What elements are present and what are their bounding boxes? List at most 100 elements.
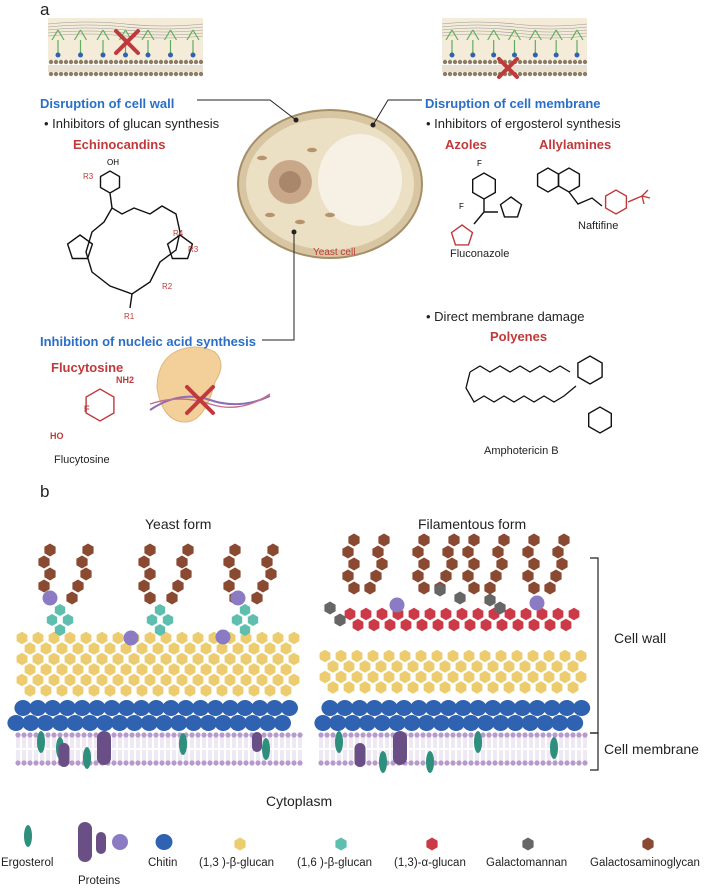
yeast-chitin [81, 715, 99, 731]
cell-membrane-schematic-lipid-head [447, 59, 453, 65]
filamentous-membrane-tail [325, 750, 329, 761]
filamentous-a13glucan [464, 618, 476, 632]
yeast-b13glucan [264, 642, 276, 655]
filamentous-b13glucan [327, 681, 339, 694]
yeast-membrane-head [45, 760, 51, 766]
yeast-membrane-tail [22, 750, 26, 761]
filamentous-membrane-head [552, 732, 558, 738]
filamentous-a13glucan [552, 607, 564, 621]
filamentous-membrane-head [438, 732, 444, 738]
flucytosine-drug-label: Flucytosine [54, 454, 110, 466]
filamentous-chitin [454, 700, 472, 716]
filamentous-b13glucan [543, 670, 555, 684]
filamentous-membrane-head [330, 760, 336, 766]
cell-membrane-schematic-lipid-head [562, 71, 568, 77]
cell-wall-schematic-anchor [145, 52, 151, 58]
filamentous-membrane-tail [487, 750, 491, 761]
yeast-branch-gag [138, 555, 150, 569]
filamentous-ergosterol [550, 737, 558, 759]
galactomannan-hex [324, 601, 336, 615]
yeast-membrane-tail [154, 737, 158, 748]
yeast-membrane-head [297, 732, 303, 738]
yeast-membrane-head [117, 732, 123, 738]
filamentous-membrane-tail [427, 737, 431, 748]
yeast-branch-b16 [162, 614, 174, 626]
yeast-b13glucan [232, 663, 244, 676]
filamentous-membrane-tail [487, 737, 491, 748]
filamentous-membrane-tail [343, 737, 347, 748]
cell-membrane-bullet: • Inhibitors of ergosterol synthesis [426, 116, 621, 131]
connector-dot [293, 117, 299, 123]
yeast-chitin [51, 715, 69, 731]
cell-membrane-schematic-lipid-head [572, 71, 578, 77]
yeast-membrane-tail [46, 737, 50, 748]
filamentous-b13glucan [335, 670, 347, 684]
legend-b16glucan-icon [335, 837, 347, 851]
filamentous-membrane-head [504, 732, 510, 738]
filamentous-membrane-head [384, 732, 390, 738]
chem-r4: R4 [173, 229, 184, 238]
yeast-membrane-head [171, 732, 177, 738]
filamentous-gag [418, 581, 430, 595]
dna-strand [149, 395, 271, 411]
yeast-membrane-tail [76, 750, 80, 761]
yeast-b13glucan [216, 663, 228, 676]
filamentous-b13glucan [543, 649, 555, 663]
yeast-membrane-head [231, 732, 237, 738]
yeast-chitin [147, 700, 165, 716]
yeast-branch-gag [80, 567, 92, 581]
filamentous-chitin [528, 700, 546, 716]
yeast-membrane-head [141, 760, 147, 766]
panel-a-label: a [40, 0, 50, 19]
filamentous-gag [484, 581, 496, 595]
yeast-chitin [118, 700, 136, 716]
yeast-branch-gag [38, 579, 50, 593]
filamentous-membrane-head [546, 760, 552, 766]
cell-membrane-schematic-lipid-head [487, 59, 493, 65]
yeast-membrane-tail [70, 750, 74, 761]
filamentous-gag [418, 533, 430, 547]
nucleic-cross-icon [185, 385, 215, 415]
yeast-chitin [66, 715, 84, 731]
cell-wall-schematic-lipid-head [53, 59, 59, 65]
cell-membrane-schematic-fiber [441, 33, 588, 39]
protein-blob [215, 629, 231, 645]
filamentous-membrane-head [528, 732, 534, 738]
yeast-b13glucan [192, 673, 204, 687]
yeast-membrane-tail [34, 737, 38, 748]
filamentous-membrane-head [552, 760, 558, 766]
legend-galactomannan: Galactomannan [486, 857, 568, 869]
cytoplasm-label: Cytoplasm [266, 793, 333, 809]
filamentous-a13glucan [504, 607, 516, 621]
yeast-branch-gag [251, 591, 263, 605]
yeast-membrane-head [21, 760, 27, 766]
filamentous-membrane-head [420, 760, 426, 766]
filamentous-membrane-tail [481, 750, 485, 761]
cell-wall-schematic-lipid-head [148, 59, 154, 65]
cell-wall-schematic-lipid-head [193, 59, 199, 65]
yeast-b13glucan [120, 663, 132, 676]
cell-wall-schematic-glycan [163, 29, 178, 54]
filamentous-membrane-head [366, 760, 372, 766]
membrane-damage-bullet: • Direct membrane damage [426, 309, 585, 324]
amphotericin-ring-1 [577, 355, 603, 385]
cell-membrane-schematic-lipid-head [537, 59, 543, 65]
fluconazole-phenyl-ring [472, 172, 496, 200]
filamentous-b13glucan [423, 681, 435, 694]
filamentous-membrane-head [354, 732, 360, 738]
cell-membrane-schematic-lipid-head [522, 71, 528, 77]
filamentous-membrane-head [444, 732, 450, 738]
yeast-branch-b16 [247, 614, 259, 626]
yeast-branch-gag [223, 555, 235, 569]
legend-galactomannan-icon [522, 837, 534, 851]
cell-membrane-schematic-anchor [449, 52, 455, 58]
legend-b13glucan: (1,3 )-β-glucan [199, 857, 275, 869]
yeast-membrane-head [285, 760, 291, 766]
cell-wall-schematic-lipid-head [123, 59, 129, 65]
yeast-membrane-tail [88, 737, 92, 748]
yeast-b13glucan [32, 631, 44, 645]
cell-membrane-schematic-lipid-head [552, 71, 558, 77]
yeast-membrane-head [33, 732, 39, 738]
cell-wall-schematic-lipid-head [153, 71, 159, 77]
legend-ergosterol: Ergosterol [1, 857, 54, 869]
